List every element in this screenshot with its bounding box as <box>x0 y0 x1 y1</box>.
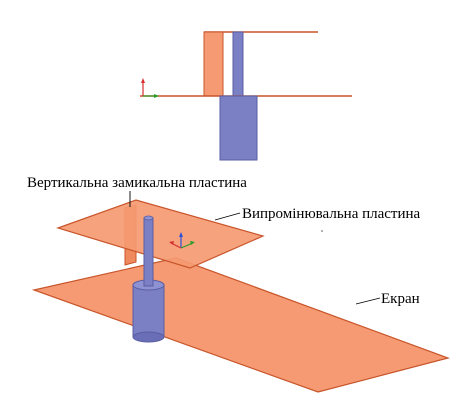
leader-radiating-plate <box>214 212 241 221</box>
coax-cylinder <box>132 279 165 343</box>
label-vertical-plate: Вертикальна замикальна пластина <box>27 175 247 191</box>
label-screen: Екран <box>381 291 420 307</box>
iso-view-axes-icon <box>169 232 195 249</box>
side-view-feed-pin <box>232 31 244 97</box>
feed-pin <box>143 215 154 287</box>
iso-view: Вертикальна замикальна пластина Випромін… <box>27 175 451 393</box>
side-view <box>140 31 352 161</box>
leader-screen <box>355 297 381 305</box>
label-radiating-plate: Випромінювальна пластина <box>242 206 421 222</box>
side-view-axes-icon <box>141 78 159 98</box>
radiating-plate <box>56 199 265 269</box>
screen-plane <box>31 257 451 393</box>
side-view-coax-cylinder <box>219 95 258 161</box>
side-view-vertical-plate <box>203 31 224 97</box>
